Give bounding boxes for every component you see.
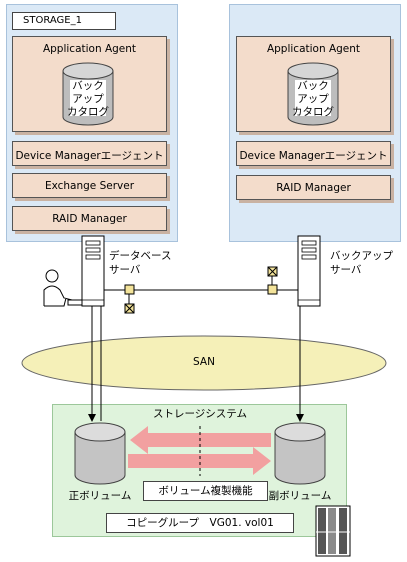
- application-agent-label: Application Agent: [42, 43, 137, 55]
- backup-catalog-label-1: バック: [72, 80, 104, 92]
- storage-rack-icon: [315, 505, 351, 557]
- exchange-server-label: Exchange Server: [44, 180, 135, 192]
- backup-server-label-line2: サーバ: [330, 264, 362, 276]
- raid-manager-box-right: RAID Manager: [236, 175, 391, 200]
- raid-manager-label-left: RAID Manager: [52, 213, 127, 225]
- storage-label: STORAGE_1: [12, 12, 116, 30]
- storage-system-title: ストレージシステム: [153, 408, 247, 420]
- exchange-server-box: Exchange Server: [12, 173, 167, 198]
- backup-catalog-cylinder-right: [287, 62, 339, 126]
- backup-catalog-label-right-1: バック: [297, 80, 329, 92]
- backup-catalog-label-right-3: カタログ: [292, 106, 334, 118]
- copy-group-box: コピーグループ VG01. vol01: [106, 513, 294, 533]
- san-label: SAN: [193, 356, 215, 368]
- backup-catalog-label-2: アップ: [72, 93, 104, 105]
- backup-catalog-label-3: カタログ: [67, 106, 109, 118]
- device-manager-agent-box: Device Managerエージェント: [12, 141, 167, 166]
- backup-catalog-label-right-2: アップ: [297, 93, 329, 105]
- db-server-label: データベース サーバ: [109, 249, 189, 277]
- raid-manager-box-left: RAID Manager: [12, 206, 167, 231]
- lan-hub-right: [267, 284, 278, 295]
- secondary-volume-label: 副ボリューム: [268, 490, 332, 502]
- lan-connector-right: [267, 266, 278, 277]
- primary-volume-cylinder: [74, 422, 126, 485]
- secondary-volume-cylinder: [274, 422, 326, 485]
- backup-server-label-line1: バックアップ: [330, 250, 393, 262]
- user-icon: [43, 269, 83, 307]
- db-server-label-line1: データベース: [109, 250, 172, 262]
- raid-manager-label-right: RAID Manager: [276, 182, 351, 194]
- backup-server-label: バックアップ サーバ: [330, 249, 404, 277]
- device-manager-agent-label: Device Managerエージェント: [15, 150, 164, 162]
- backup-server-icon: [297, 235, 321, 307]
- backup-catalog-cylinder: [62, 62, 114, 126]
- db-server-label-line2: サーバ: [109, 264, 141, 276]
- device-manager-agent-label-right: Device Managerエージェント: [239, 150, 388, 162]
- replication-arrow-right: [128, 447, 271, 475]
- san-ellipse: [21, 335, 387, 391]
- primary-volume-label: 正ボリューム: [68, 490, 132, 502]
- lan-hub-left: [124, 284, 135, 295]
- device-manager-agent-box-right: Device Managerエージェント: [236, 141, 391, 166]
- db-server-icon: [81, 235, 105, 307]
- application-agent-label-right: Application Agent: [266, 43, 361, 55]
- replication-function-box: ボリューム複製機能: [143, 481, 268, 501]
- lan-connector-left: [124, 303, 135, 314]
